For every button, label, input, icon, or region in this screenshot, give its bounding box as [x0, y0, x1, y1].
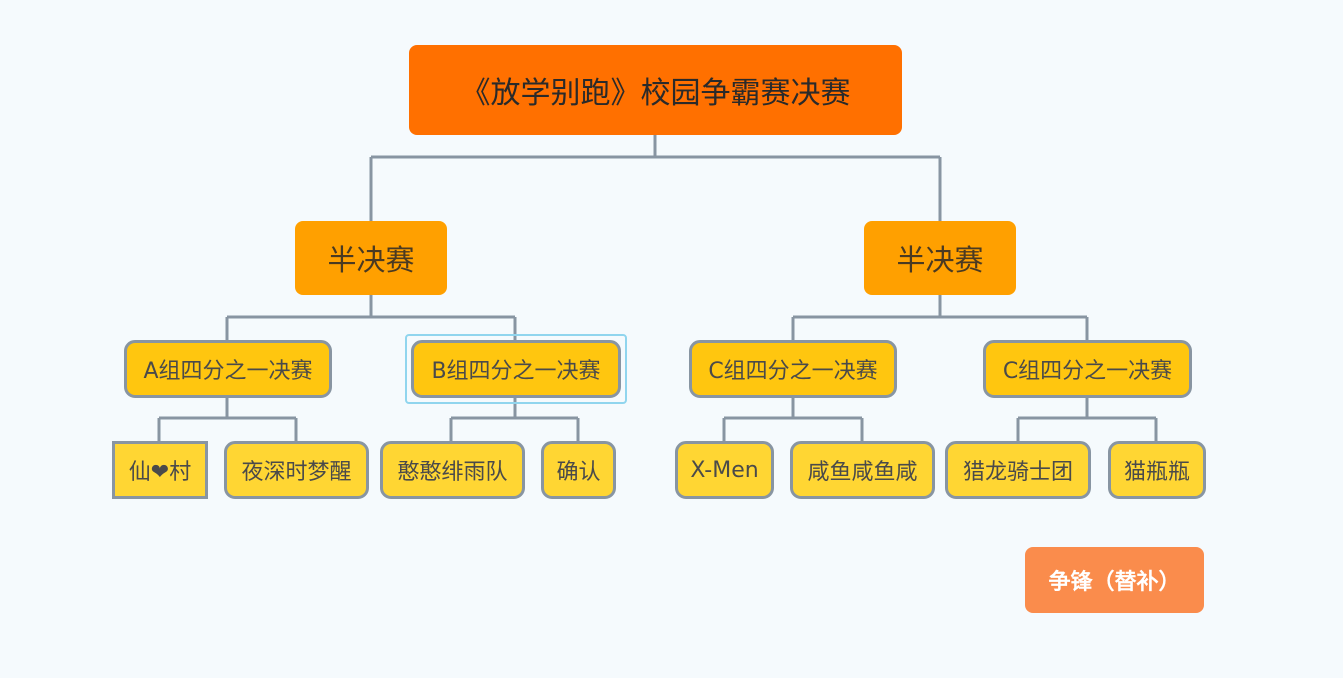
root-node-label: 《放学别跑》校园争霸赛决赛 — [460, 76, 851, 111]
semifinal-node-left[interactable]: 半决赛 — [295, 221, 447, 295]
team-label: 确认 — [556, 460, 601, 485]
semifinal-label: 半决赛 — [896, 243, 984, 277]
substitute-label: 争锋（替补） — [1048, 570, 1181, 595]
quarterfinal-label: B组四分之一决赛 — [431, 359, 601, 384]
connector-quarterB-teams — [449, 398, 580, 441]
team-node-3[interactable]: 憨憨绯雨队 — [380, 441, 525, 499]
substitute-node[interactable]: 争锋（替补） — [1025, 547, 1204, 613]
connector-quarterC2-teams — [1016, 398, 1158, 441]
quarterfinal-node-a[interactable]: A组四分之一决赛 — [124, 340, 332, 398]
root-node-final[interactable]: 《放学别跑》校园争霸赛决赛 — [409, 45, 902, 135]
team-node-6[interactable]: 咸鱼咸鱼咸 — [790, 441, 935, 499]
team-node-5[interactable]: X-Men — [675, 441, 774, 499]
team-node-7[interactable]: 猎龙骑士团 — [945, 441, 1091, 499]
team-label: 咸鱼咸鱼咸 — [807, 460, 918, 485]
quarterfinal-node-c1[interactable]: C组四分之一决赛 — [689, 340, 897, 398]
connector-semi1-quarters — [225, 295, 517, 340]
team-label: 猫瓶瓶 — [1123, 460, 1190, 485]
connector-quarterC1-teams — [722, 398, 864, 441]
quarterfinal-label: A组四分之一决赛 — [143, 359, 313, 384]
connector-quarterA-teams — [157, 398, 298, 441]
connector-semi2-quarters — [791, 295, 1089, 340]
team-label: 憨憨绯雨队 — [397, 460, 508, 485]
quarterfinal-label: C组四分之一决赛 — [1002, 359, 1173, 384]
semifinal-label: 半决赛 — [327, 243, 415, 277]
connector-root-semis — [369, 135, 942, 221]
team-node-8[interactable]: 猫瓶瓶 — [1108, 441, 1206, 499]
quarterfinal-node-c2[interactable]: C组四分之一决赛 — [983, 340, 1192, 398]
team-node-4[interactable]: 确认 — [541, 441, 616, 499]
semifinal-node-right[interactable]: 半决赛 — [864, 221, 1016, 295]
team-label: 仙❤村 — [128, 460, 192, 485]
team-node-2[interactable]: 夜深时梦醒 — [224, 441, 369, 499]
quarterfinal-label: C组四分之一决赛 — [708, 359, 878, 384]
team-node-1[interactable]: 仙❤村 — [112, 441, 208, 499]
team-label: X-Men — [690, 457, 759, 483]
team-label: 夜深时梦醒 — [241, 460, 352, 485]
team-label: 猎龙骑士团 — [962, 460, 1073, 485]
quarterfinal-node-b[interactable]: B组四分之一决赛 — [411, 340, 621, 398]
